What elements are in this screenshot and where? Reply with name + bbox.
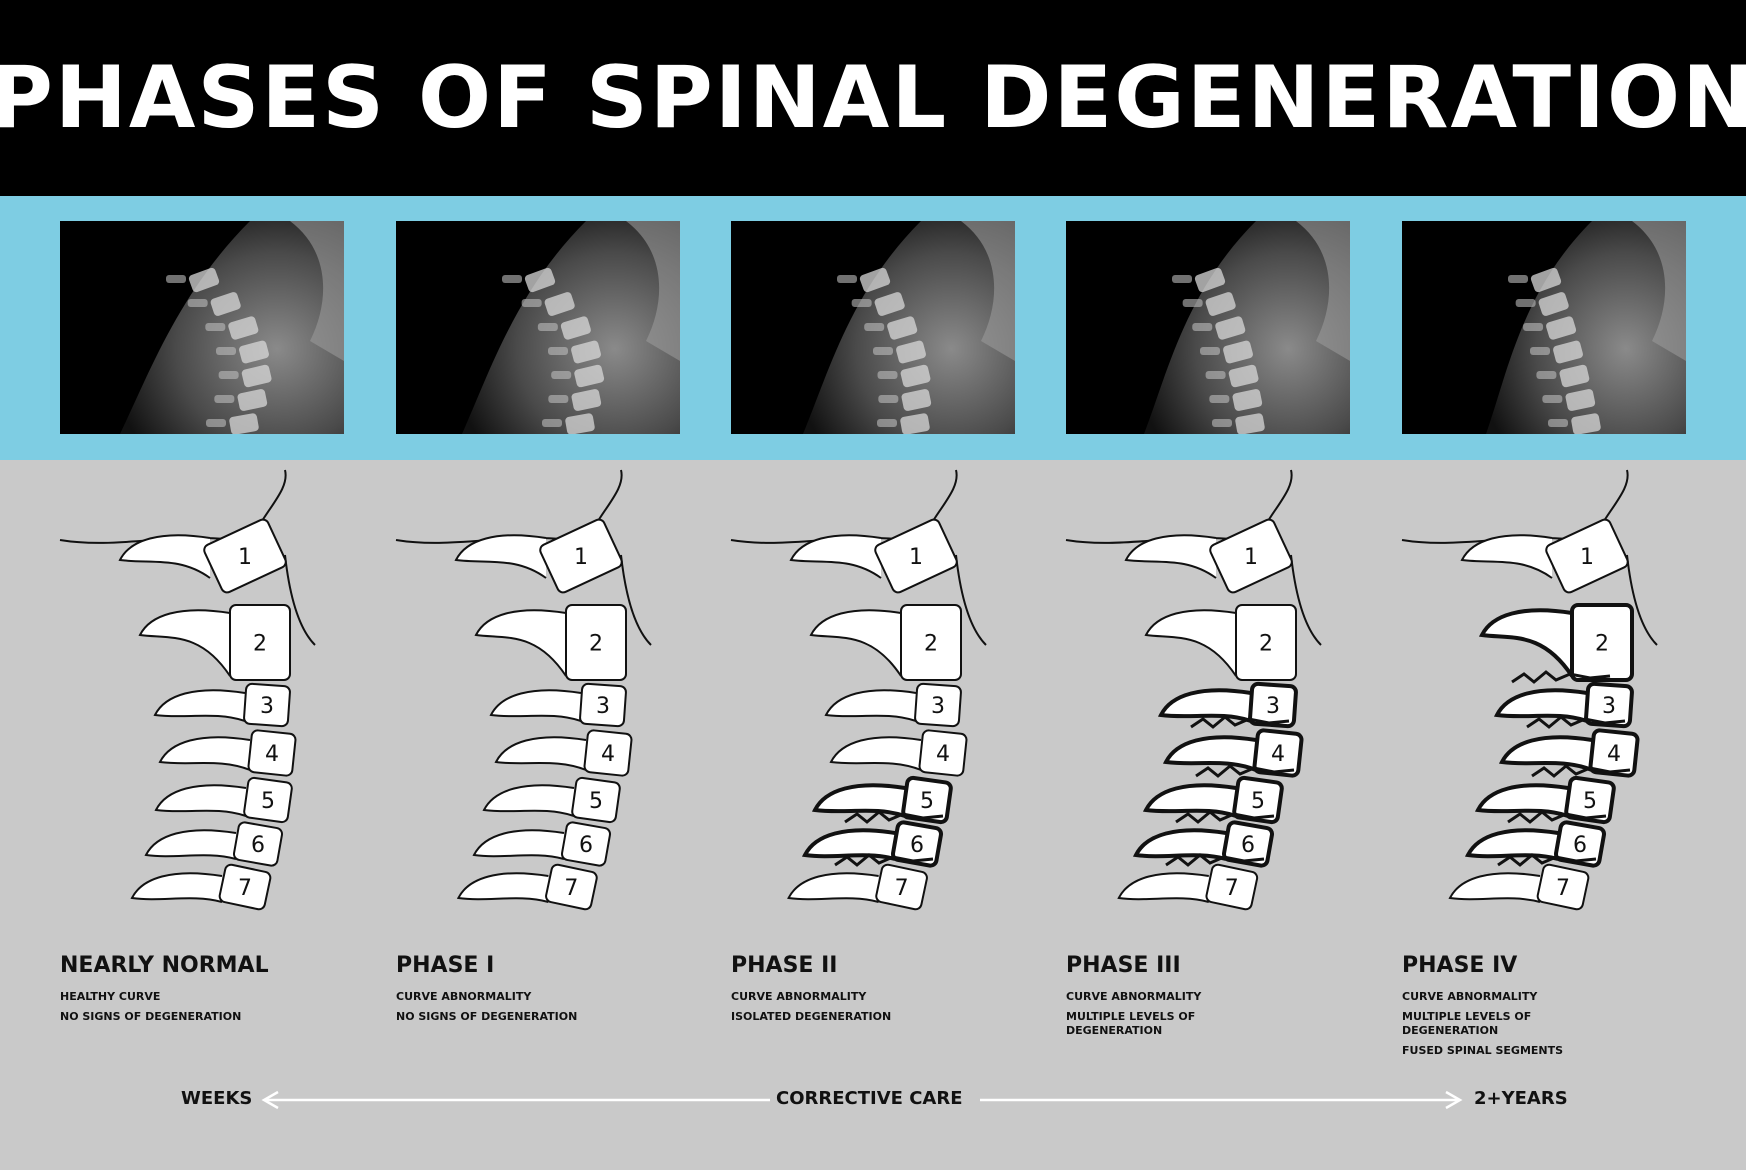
vertebra-label: 1 bbox=[574, 545, 588, 570]
phase-description: CURVE ABNORMALITY bbox=[396, 990, 532, 1003]
phase-description: MULTIPLE LEVELS OF DEGENERATION bbox=[1402, 1010, 1532, 1037]
phase-caption-phase-3: PHASE III CURVE ABNORMALITY MULTIPLE LEV… bbox=[1066, 953, 1366, 1044]
vertebra-label: 5 bbox=[1583, 789, 1597, 814]
phase-name: PHASE III bbox=[1066, 953, 1181, 978]
vertebra-label: 7 bbox=[1556, 876, 1570, 901]
vertebra-label: 4 bbox=[936, 742, 950, 767]
xray-image-phase-1 bbox=[396, 221, 680, 434]
phase-caption-phase-4: PHASE IV CURVE ABNORMALITY MULTIPLE LEVE… bbox=[1402, 953, 1702, 1064]
vertebra-label: 6 bbox=[579, 833, 593, 858]
phase-name: PHASE IV bbox=[1402, 953, 1518, 978]
timeline-start-label: WEEKS bbox=[181, 1088, 253, 1109]
vertebra-label: 4 bbox=[1271, 742, 1285, 767]
vertebra-label: 4 bbox=[265, 742, 279, 767]
vertebra-label: 5 bbox=[1251, 789, 1265, 814]
vertebra-label: 6 bbox=[910, 833, 924, 858]
phase-description: CURVE ABNORMALITY bbox=[731, 990, 867, 1003]
timeline-end-label: 2+YEARS bbox=[1474, 1088, 1568, 1109]
vertebra-label: 3 bbox=[260, 694, 274, 719]
page-title: PHASES OF SPINAL DEGENERATION bbox=[0, 48, 1746, 148]
phase-description: NO SIGNS OF DEGENERATION bbox=[396, 1010, 578, 1023]
vertebra-label: 4 bbox=[1607, 742, 1621, 767]
vertebra-label: 3 bbox=[931, 694, 945, 719]
vertebra-label: 5 bbox=[261, 789, 275, 814]
spine-diagram-nearly-normal: 1 2 3 4 5 6 7 bbox=[59, 469, 360, 960]
vertebra-label: 1 bbox=[1580, 545, 1594, 570]
vertebra-label: 5 bbox=[589, 789, 603, 814]
phase-name: PHASE II bbox=[731, 953, 838, 978]
vertebra-label: 6 bbox=[1573, 833, 1587, 858]
vertebra-label: 6 bbox=[1241, 833, 1255, 858]
vertebra-label: 3 bbox=[1266, 694, 1280, 719]
timeline: WEEKS CORRECTIVE CARE 2+YEARS bbox=[0, 1080, 1746, 1120]
phase-description: NO SIGNS OF DEGENERATION bbox=[60, 1010, 242, 1023]
vertebra-label: 3 bbox=[1602, 694, 1616, 719]
xray-band bbox=[0, 196, 1746, 460]
vertebra-label: 4 bbox=[601, 742, 615, 767]
vertebra-label: 7 bbox=[564, 876, 578, 901]
vertebra-label: 7 bbox=[895, 876, 909, 901]
phase-caption-phase-1: PHASE I CURVE ABNORMALITY NO SIGNS OF DE… bbox=[396, 953, 696, 1030]
vertebra-label: 1 bbox=[238, 545, 252, 570]
phase-description: ISOLATED DEGENERATION bbox=[731, 1010, 892, 1023]
vertebra-label: 7 bbox=[238, 876, 252, 901]
vertebra-label: 1 bbox=[909, 545, 923, 570]
vertebra-label: 2 bbox=[589, 632, 603, 657]
vertebra-label: 6 bbox=[251, 833, 265, 858]
xray-image-phase-4 bbox=[1402, 221, 1686, 434]
phase-caption-nearly-normal: NEARLY NORMAL HEALTHY CURVE NO SIGNS OF … bbox=[60, 953, 360, 1030]
phase-description: CURVE ABNORMALITY bbox=[1066, 990, 1202, 1003]
phase-description: MULTIPLE LEVELS OF DEGENERATION bbox=[1066, 1010, 1196, 1037]
phase-description: HEALTHY CURVE bbox=[60, 990, 161, 1003]
timeline-arrow bbox=[261, 1090, 1463, 1110]
phase-name: PHASE I bbox=[396, 953, 495, 978]
vertebra-label: 7 bbox=[1225, 876, 1239, 901]
xray-image-phase-3 bbox=[1066, 221, 1350, 434]
timeline-middle-label: CORRECTIVE CARE bbox=[776, 1088, 963, 1109]
phase-caption-phase-2: PHASE II CURVE ABNORMALITY ISOLATED DEGE… bbox=[731, 953, 1031, 1030]
xray-image-nearly-normal bbox=[60, 221, 344, 434]
phase-name: NEARLY NORMAL bbox=[60, 953, 269, 978]
vertebra-label: 2 bbox=[253, 632, 267, 657]
phase-description: CURVE ABNORMALITY bbox=[1402, 990, 1538, 1003]
vertebra-label: 3 bbox=[596, 694, 610, 719]
vertebra-label: 2 bbox=[1259, 632, 1273, 657]
phase-description: FUSED SPINAL SEGMENTS bbox=[1402, 1044, 1564, 1057]
vertebra-label: 2 bbox=[924, 632, 938, 657]
vertebra-label: 2 bbox=[1595, 632, 1609, 657]
header-banner: PHASES OF SPINAL DEGENERATION bbox=[0, 0, 1746, 196]
xray-image-phase-2 bbox=[731, 221, 1015, 434]
vertebra-label: 5 bbox=[920, 789, 934, 814]
vertebra-label: 1 bbox=[1244, 545, 1258, 570]
